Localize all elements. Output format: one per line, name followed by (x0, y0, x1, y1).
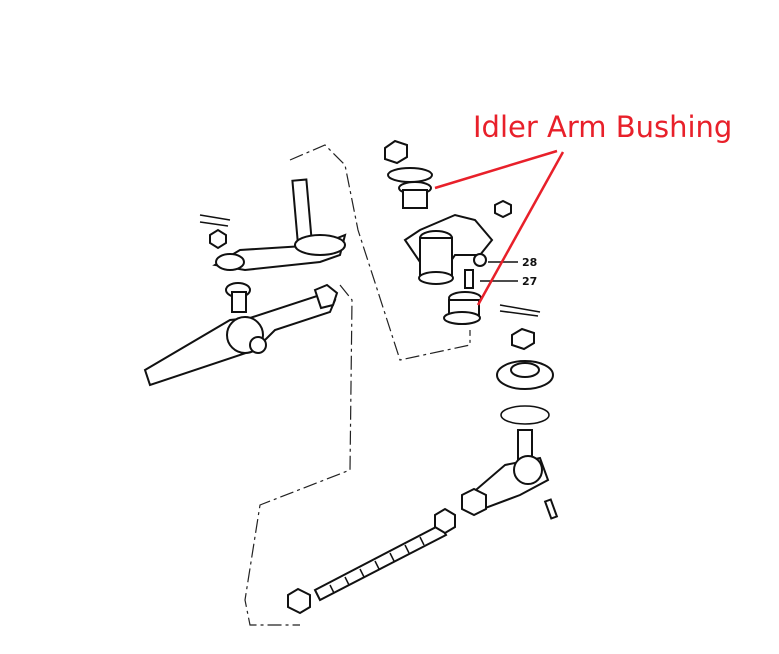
adjusting-sleeve-rod (287, 507, 456, 615)
part-number-27: 27 (522, 275, 537, 288)
part-number-28: 28 (522, 256, 537, 269)
dashed-outline-idler (289, 144, 471, 361)
dashed-outline-tierod (244, 284, 353, 626)
center-link (143, 283, 339, 387)
callout-arrows (434, 149, 565, 306)
callout-label: Idler Arm Bushing (473, 110, 733, 144)
idler-exploded-parts: 28 27 (384, 139, 537, 325)
tie-rod-end-parts (461, 304, 559, 520)
idler-arm-assembly (199, 178, 347, 313)
